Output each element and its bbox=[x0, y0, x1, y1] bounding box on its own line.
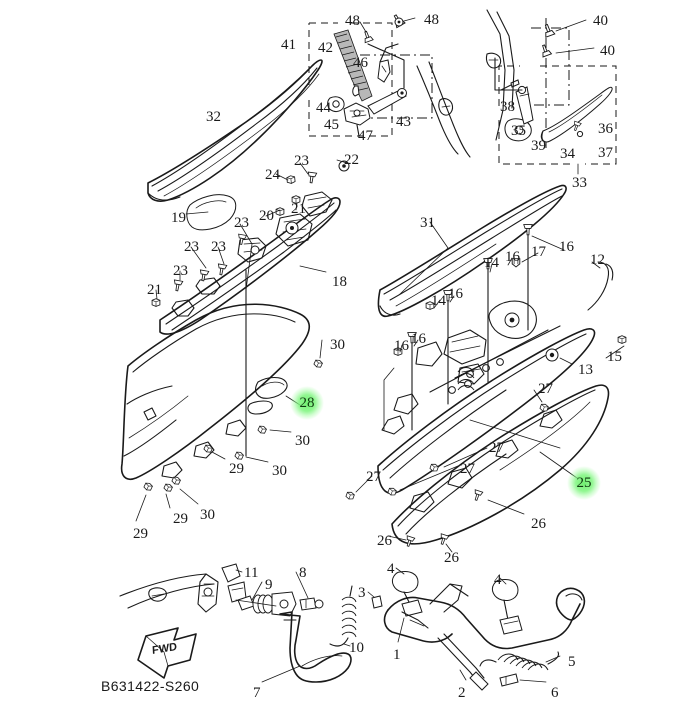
callout-number: 4 bbox=[387, 561, 395, 577]
callout-number: 38 bbox=[500, 99, 515, 115]
callout-number: 27 bbox=[538, 381, 553, 397]
callout-number: 1 bbox=[393, 647, 401, 663]
callout-number: 40 bbox=[593, 13, 608, 29]
callout-number: 16 bbox=[448, 286, 463, 302]
callout-number: 29 bbox=[229, 461, 244, 477]
callout-number: 14 bbox=[484, 255, 499, 271]
callout-number: 14 bbox=[431, 293, 446, 309]
callout-number: 31 bbox=[420, 215, 435, 231]
callout-number: 7 bbox=[253, 685, 261, 701]
callout-number: 16 bbox=[559, 239, 574, 255]
callout-number: 16 bbox=[505, 249, 520, 265]
callout-number: 39 bbox=[531, 138, 546, 154]
callout-number: 36 bbox=[598, 121, 613, 137]
callout-number: 19 bbox=[171, 210, 186, 226]
fairing-fragment-upper bbox=[416, 61, 471, 158]
callout-number: 24 bbox=[265, 167, 280, 183]
callout-number: 29 bbox=[173, 511, 188, 527]
callout-number: 30 bbox=[272, 463, 287, 479]
callout-number: 8 bbox=[299, 565, 307, 581]
callout-number: 23 bbox=[294, 153, 309, 169]
callout-number: 48 bbox=[345, 13, 360, 29]
callout-number: 5 bbox=[568, 654, 576, 670]
callout-number: 20 bbox=[259, 208, 274, 224]
detail-box-33 bbox=[485, 9, 617, 175]
callout-number: 22 bbox=[344, 152, 359, 168]
callout-number: 40 bbox=[600, 43, 615, 59]
callout-number: 26 bbox=[444, 550, 459, 566]
figure-code: B631422-S260 bbox=[101, 678, 200, 694]
callout-number: 23 bbox=[173, 263, 188, 279]
callout-number: 23 bbox=[234, 215, 249, 231]
callout-number: 33 bbox=[572, 175, 587, 191]
part-28-left-cover bbox=[120, 269, 324, 522]
callout-number: 12 bbox=[590, 252, 605, 268]
callout-number: 9 bbox=[265, 577, 273, 593]
callout-number: 18 bbox=[332, 274, 347, 290]
callout-number: 21 bbox=[291, 201, 306, 217]
callout-number: 11 bbox=[244, 565, 259, 581]
callout-number: 35 bbox=[511, 123, 526, 139]
callout-number: 32 bbox=[206, 109, 221, 125]
callout-number: 48 bbox=[424, 12, 439, 28]
callout-number: 41 bbox=[281, 37, 296, 53]
callout-number: 26 bbox=[531, 516, 546, 532]
callout-number: 4 bbox=[494, 572, 502, 588]
highlighted-callout-25[interactable]: 25 bbox=[567, 466, 601, 500]
callout-number: 29 bbox=[133, 526, 148, 542]
part-32-side-cover bbox=[147, 59, 323, 202]
callout-number: 27 bbox=[489, 440, 504, 456]
callout-number: 16 bbox=[411, 331, 426, 347]
callout-number: 17 bbox=[531, 244, 546, 260]
callout-number: 30 bbox=[330, 337, 345, 353]
callout-number: 34 bbox=[560, 146, 575, 162]
highlighted-callout-28[interactable]: 28 bbox=[290, 386, 324, 420]
callout-number: 47 bbox=[358, 128, 373, 144]
callout-number: 27 bbox=[366, 469, 381, 485]
callout-number: 15 bbox=[607, 349, 622, 365]
callout-number: 27 bbox=[460, 461, 475, 477]
callout-number: 30 bbox=[200, 507, 215, 523]
callout-number: 46 bbox=[353, 55, 368, 71]
detail-box-41 bbox=[308, 12, 433, 137]
callout-number: 2 bbox=[458, 685, 466, 701]
callout-number: 10 bbox=[349, 640, 364, 656]
fwd-arrow-marker bbox=[137, 627, 197, 679]
part-31-right-cover bbox=[377, 184, 567, 318]
callout-number: 30 bbox=[295, 433, 310, 449]
side-stand-assembly bbox=[119, 563, 357, 683]
callout-number: 3 bbox=[358, 585, 366, 601]
callout-number: 6 bbox=[551, 685, 559, 701]
part-25-right-cover bbox=[345, 384, 610, 553]
callout-number: 13 bbox=[578, 362, 593, 378]
callout-number: 43 bbox=[396, 114, 411, 130]
callout-number: 16 bbox=[394, 338, 409, 354]
right-floorboard-frame bbox=[377, 221, 627, 495]
callout-number: 23 bbox=[211, 239, 226, 255]
callout-number: 45 bbox=[324, 117, 339, 133]
callout-number: 21 bbox=[147, 282, 162, 298]
callout-number: 26 bbox=[377, 533, 392, 549]
callout-number: 23 bbox=[184, 239, 199, 255]
callout-number: 42 bbox=[318, 40, 333, 56]
center-stand-assembly bbox=[367, 567, 586, 691]
part-18-left-floorboard bbox=[151, 159, 350, 335]
callout-number: 44 bbox=[316, 100, 331, 116]
callout-number: 37 bbox=[598, 145, 613, 161]
